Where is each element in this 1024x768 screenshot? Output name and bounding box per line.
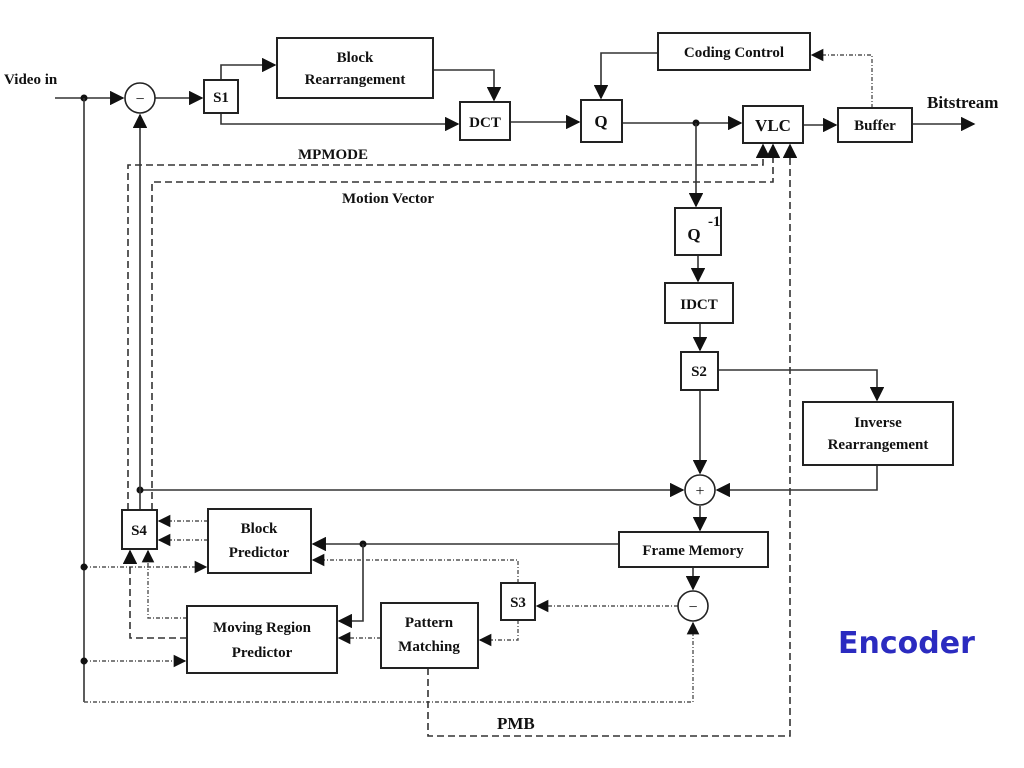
s4-block: S4: [121, 509, 158, 550]
video-in-node-3: [80, 657, 88, 665]
dct-block: DCT: [459, 101, 511, 141]
s4-label: S4: [131, 523, 147, 539]
inverse-rearrangement-label-1: Inverse: [854, 415, 902, 431]
coding-control-block: Coding Control: [657, 32, 811, 71]
motion-vector-label: Motion Vector: [342, 191, 434, 207]
block-rearr-to-dct: [433, 69, 502, 102]
bitstream-label: Bitstream: [927, 93, 998, 112]
q-block: Q: [580, 99, 623, 143]
block-rearrangement-label-1: Block: [337, 50, 374, 66]
s3-to-block-predictor: [311, 553, 519, 583]
s2-block: S2: [680, 351, 719, 391]
pmb-line: [427, 143, 798, 737]
idct-label: IDCT: [680, 297, 718, 313]
video-in-to-frame-subtract: [84, 621, 700, 703]
vlc-label: VLC: [755, 116, 791, 135]
input-subtract-symbol: −: [135, 91, 144, 108]
q-inverse-superscript: -1: [708, 214, 721, 230]
s1-label: S1: [213, 90, 229, 106]
pmb-label: PMB: [497, 714, 535, 733]
coding-control-to-q: [593, 52, 658, 100]
inv-rearr-to-adder: [715, 465, 878, 498]
video-in-label: Video in: [4, 72, 58, 88]
mpmode-line: [127, 143, 771, 510]
connections: [55, 48, 976, 737]
frame-subtract-operator: −: [677, 590, 709, 622]
operators: − + −: [124, 82, 716, 622]
block-rearrangement-label-2: Rearrangement: [305, 72, 406, 88]
dct-label: DCT: [469, 115, 501, 131]
mpmode-label: MPMODE: [298, 147, 368, 163]
mrp-mode-to-s4: [122, 549, 187, 639]
moving-region-predictor-label-2: Predictor: [232, 645, 293, 661]
adder-operator: +: [684, 474, 716, 506]
coding-control-label: Coding Control: [684, 45, 784, 61]
s3-to-pattern-matching: [478, 620, 519, 647]
s1-to-block-rearr: [220, 57, 277, 80]
buffer-to-coding-control: [810, 48, 873, 108]
q-inverse-label: Q: [687, 225, 700, 244]
frame-memory-to-mrp: [337, 544, 364, 629]
frame-memory-block: Frame Memory: [618, 531, 769, 568]
input-subtract-operator: −: [124, 82, 156, 114]
frame-subtract-symbol: −: [688, 599, 697, 616]
q-inverse-block: Q -1: [674, 207, 722, 256]
q-label: Q: [594, 112, 607, 131]
s1-to-dct: [220, 113, 460, 132]
frame-memory-label: Frame Memory: [642, 543, 744, 559]
block-rearrangement-block: Block Rearrangement: [276, 37, 434, 99]
s3-block: S3: [500, 582, 536, 621]
buffer-block: Buffer: [837, 107, 913, 143]
inverse-rearrangement-block: Inverse Rearrangement: [802, 401, 954, 466]
blocks: S1 Block Rearrangement DCT Q Coding Cont…: [121, 32, 954, 674]
idct-block: IDCT: [664, 282, 734, 324]
labels: Video in Bitstream MPMODE Motion Vector …: [4, 72, 998, 733]
buffer-label: Buffer: [854, 118, 896, 134]
encoder-title: Encoder: [838, 626, 975, 661]
s2-label: S2: [691, 364, 707, 380]
s1-block: S1: [203, 79, 239, 114]
adder-symbol: +: [695, 483, 704, 500]
moving-region-predictor-label-1: Moving Region: [213, 620, 312, 636]
block-predictor-label-1: Block: [241, 521, 278, 537]
mrp-to-s4: [141, 549, 187, 619]
pattern-matching-label-2: Matching: [398, 639, 460, 655]
vlc-block: VLC: [742, 105, 804, 144]
pattern-matching-label-1: Pattern: [405, 615, 454, 631]
block-predictor-label-2: Predictor: [229, 545, 290, 561]
inverse-rearrangement-label-2: Rearrangement: [828, 437, 929, 453]
video-in-node-2: [80, 563, 88, 571]
moving-region-predictor-block: Moving Region Predictor: [186, 605, 338, 674]
s3-label: S3: [510, 595, 526, 611]
s2-to-inv-rearr: [718, 369, 885, 402]
pattern-matching-block: Pattern Matching: [380, 602, 479, 669]
block-predictor-block: Block Predictor: [207, 508, 312, 574]
motion-vector-line: [151, 143, 781, 510]
